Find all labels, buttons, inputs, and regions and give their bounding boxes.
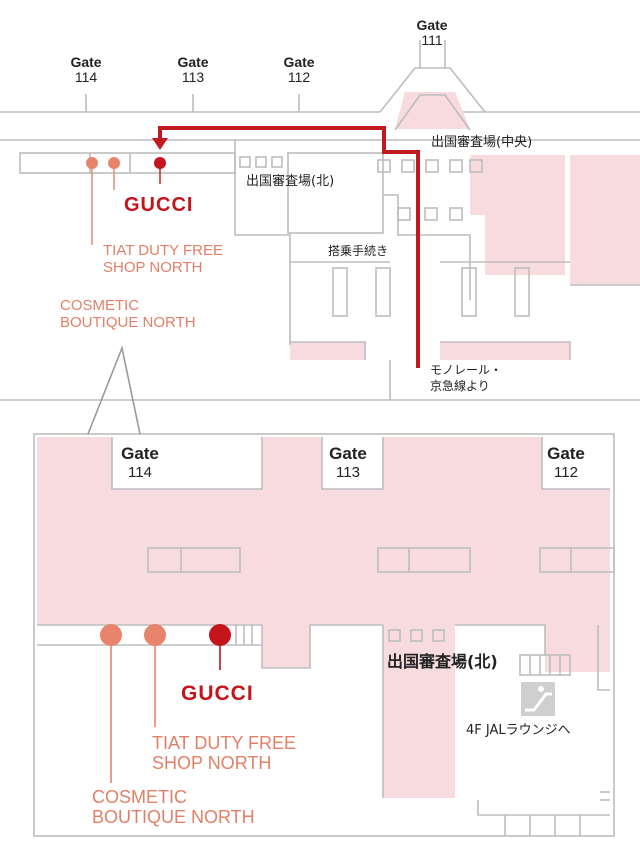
detail-gucci-label: GUCCI <box>181 682 254 705</box>
gate-112-label: Gate 112 <box>276 55 322 84</box>
gate-113-label: Gate 113 <box>170 55 216 84</box>
detail-cosmetic-label: COSMETIC BOUTIQUE NORTH <box>92 787 255 827</box>
gucci-label: GUCCI <box>124 194 194 216</box>
gate-114-label: Gate 114 <box>63 55 109 84</box>
zoom-callout <box>87 345 141 435</box>
detail-cosmetic-marker <box>100 624 122 646</box>
detail-gucci-marker <box>209 624 231 646</box>
gate-111-label: Gate 111 <box>409 18 455 47</box>
tiat-line-1: TIAT DUTY FREE <box>103 242 224 259</box>
boarding-label: 搭乗手続き <box>328 244 389 258</box>
route-arrowhead <box>152 138 168 150</box>
gucci-marker <box>154 157 166 169</box>
upper-shop-markers <box>86 157 166 245</box>
gate-word: Gate <box>177 54 209 70</box>
upper-pink-areas <box>290 92 640 360</box>
detail-tiat-line-1: TIAT DUTY FREE <box>152 733 297 753</box>
detail-tiat-marker <box>144 624 166 646</box>
detail-gate-112-label: Gate 112 <box>538 445 594 480</box>
gate-number: 114 <box>128 464 152 481</box>
upper-walls <box>0 40 640 401</box>
escalator-icon <box>521 682 555 716</box>
gate-number: 111 <box>421 32 443 48</box>
detail-shop-markers <box>100 624 231 783</box>
gate-number: 112 <box>287 69 311 85</box>
route-line <box>158 126 420 368</box>
departure-north-label: 出国審査場(北) <box>246 174 335 189</box>
detail-cosmetic-line-2: BOUTIQUE NORTH <box>92 807 255 828</box>
detail-pink-areas <box>37 437 610 798</box>
gate-number: 114 <box>74 69 98 85</box>
gate-word: Gate <box>121 444 159 463</box>
departure-central-label: 出国審査場(中央) <box>431 135 533 150</box>
detail-gate-113-label: Gate 113 <box>320 445 376 480</box>
gate-word: Gate <box>283 54 315 70</box>
gate-word: Gate <box>416 17 448 33</box>
jal-lounge-label: 4F JALラウンジへ <box>466 723 571 738</box>
gate-number: 112 <box>554 464 578 481</box>
cosmetic-label: COSMETIC BOUTIQUE NORTH <box>60 297 196 332</box>
from-monorail-label: モノレール・ 京急線より <box>430 362 502 394</box>
cosmetic-line-2: BOUTIQUE NORTH <box>60 314 196 332</box>
cosmetic-line-1: COSMETIC <box>60 297 140 314</box>
detail-gate-114-label: Gate 114 <box>112 445 168 480</box>
from-line-2: 京急線より <box>430 379 490 394</box>
from-line-1: モノレール・ <box>430 363 503 377</box>
detail-cosmetic-line-1: COSMETIC <box>92 787 188 807</box>
tiat-marker <box>108 157 120 169</box>
detail-tiat-line-2: SHOP NORTH <box>152 753 272 774</box>
tiat-label: TIAT DUTY FREE SHOP NORTH <box>103 242 223 277</box>
gate-number: 113 <box>181 69 205 85</box>
gate-number: 113 <box>336 464 360 481</box>
detail-walls <box>33 433 615 837</box>
detail-departure-north-label: 出国審査場(北) <box>387 652 498 671</box>
gate-word: Gate <box>547 444 585 463</box>
tiat-line-2: SHOP NORTH <box>103 259 203 277</box>
gate-word: Gate <box>70 54 102 70</box>
gate-word: Gate <box>329 444 367 463</box>
cosmetic-marker <box>86 157 98 169</box>
detail-tiat-label: TIAT DUTY FREE SHOP NORTH <box>152 733 296 773</box>
